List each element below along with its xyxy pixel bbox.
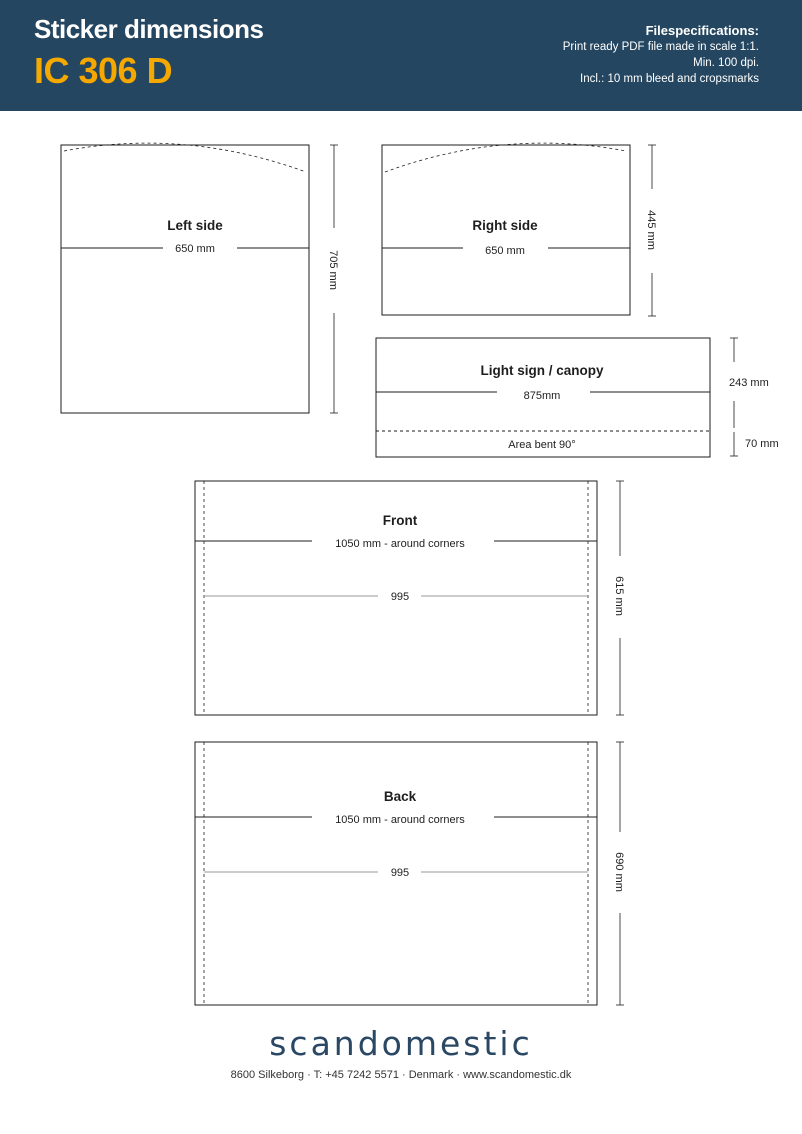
right-side-curve bbox=[384, 142, 627, 173]
left-height-label: 705 mm bbox=[327, 250, 339, 290]
front-outline bbox=[194, 480, 598, 716]
specs-line-1: Print ready PDF file made in scale 1:1. bbox=[562, 41, 759, 53]
front-panel: Front 1050 mm - around corners 995 615 m… bbox=[194, 480, 625, 716]
left-side-curve bbox=[63, 142, 307, 173]
specs-line-2: Min. 100 dpi. bbox=[693, 57, 759, 69]
right-side-label: Right side bbox=[472, 218, 538, 233]
footer-contact: 8600 Silkeborg · T: +45 7242 5571 · Denm… bbox=[230, 1069, 572, 1081]
specs-heading: Filespecifications: bbox=[645, 23, 759, 38]
model-name: IC 306 D bbox=[34, 50, 173, 91]
canopy-label: Light sign / canopy bbox=[480, 363, 603, 378]
file-specifications: Filespecifications: Print ready PDF file… bbox=[563, 22, 759, 87]
back-outline bbox=[194, 741, 598, 1006]
left-side-panel: Left side 650 mm 705 mm bbox=[60, 142, 339, 414]
right-side-outline bbox=[381, 144, 631, 316]
front-label: Front bbox=[383, 513, 418, 528]
canopy-bent-height-label: 70 mm bbox=[745, 438, 779, 450]
page-title: Sticker dimensions bbox=[34, 14, 264, 44]
front-inner-label: 995 bbox=[391, 591, 409, 603]
canopy-outline bbox=[375, 337, 711, 458]
right-width-label: 650 mm bbox=[485, 245, 525, 257]
canopy-width-label: 875mm bbox=[524, 390, 561, 402]
back-height-label: 690 mm bbox=[613, 852, 625, 892]
back-inner-label: 995 bbox=[391, 867, 409, 879]
header-bar: Sticker dimensions IC 306 D Filespecific… bbox=[0, 0, 802, 111]
canopy-panel: Light sign / canopy 875mm Area bent 90° … bbox=[375, 337, 779, 458]
left-side-label: Left side bbox=[167, 218, 223, 233]
right-height-label: 445 mm bbox=[645, 210, 657, 250]
right-side-panel: Right side 650 mm 445 mm bbox=[381, 142, 657, 317]
front-height-label: 615 mm bbox=[613, 576, 625, 616]
back-width-label: 1050 mm - around corners bbox=[335, 814, 465, 826]
left-width-label: 650 mm bbox=[175, 243, 215, 255]
back-label: Back bbox=[384, 789, 417, 804]
canopy-height-label: 243 mm bbox=[729, 377, 769, 389]
scandomestic-logo: scandomestic bbox=[269, 1024, 533, 1063]
front-width-label: 1050 mm - around corners bbox=[335, 538, 465, 550]
left-side-outline bbox=[60, 144, 310, 414]
canopy-bent-label: Area bent 90° bbox=[508, 439, 575, 451]
back-panel: Back 1050 mm - around corners 995 690 mm bbox=[194, 741, 625, 1006]
specs-line-3: Incl.: 10 mm bleed and cropsmarks bbox=[580, 73, 759, 85]
